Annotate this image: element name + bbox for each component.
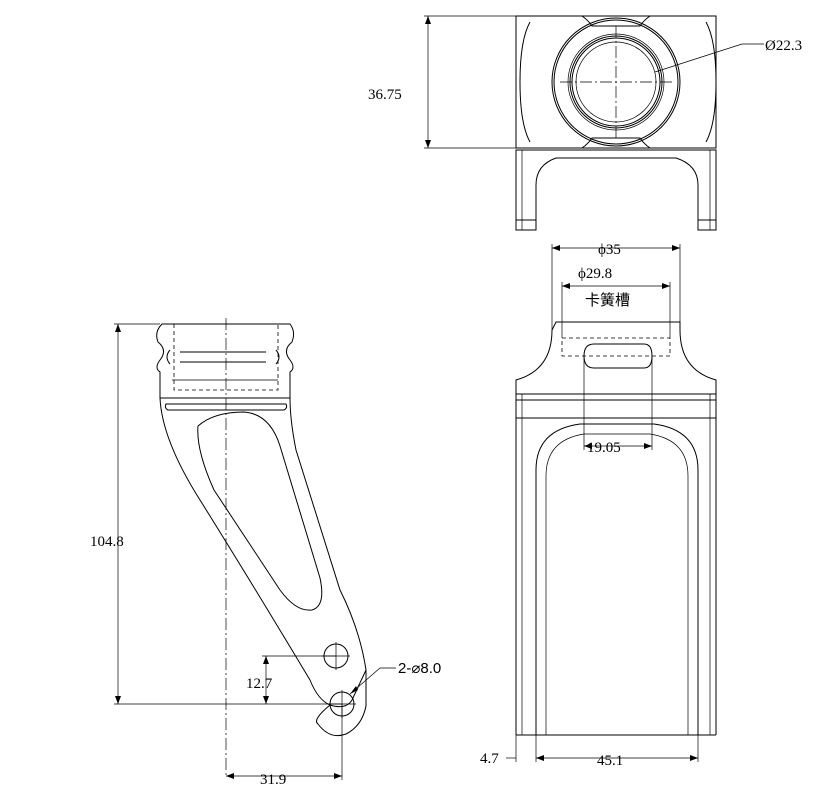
dim-overall-height: 104.8 xyxy=(90,534,124,550)
dim-bore-diameter: Ø22.3 xyxy=(765,38,802,54)
side-view xyxy=(114,318,396,780)
hole-callout: 2-⌀8.0 xyxy=(398,660,441,677)
dim-wall-thickness: 4.7 xyxy=(480,751,499,767)
dim-slot-width: 19.05 xyxy=(587,440,621,456)
dim-hole-spacing: 12.7 xyxy=(246,676,273,692)
front-view xyxy=(506,244,717,762)
dim-outer-diameter: ϕ35 xyxy=(598,242,621,258)
groove-label: 卡簧槽 xyxy=(585,292,630,309)
dim-top-height: 36.75 xyxy=(368,87,402,103)
dim-inner-width: 45.1 xyxy=(597,753,623,769)
top-view xyxy=(424,15,764,149)
top-view-fork-legs xyxy=(515,149,717,231)
dim-groove-diameter: ϕ29.8 xyxy=(578,266,612,282)
dim-offset: 31.9 xyxy=(260,772,286,788)
